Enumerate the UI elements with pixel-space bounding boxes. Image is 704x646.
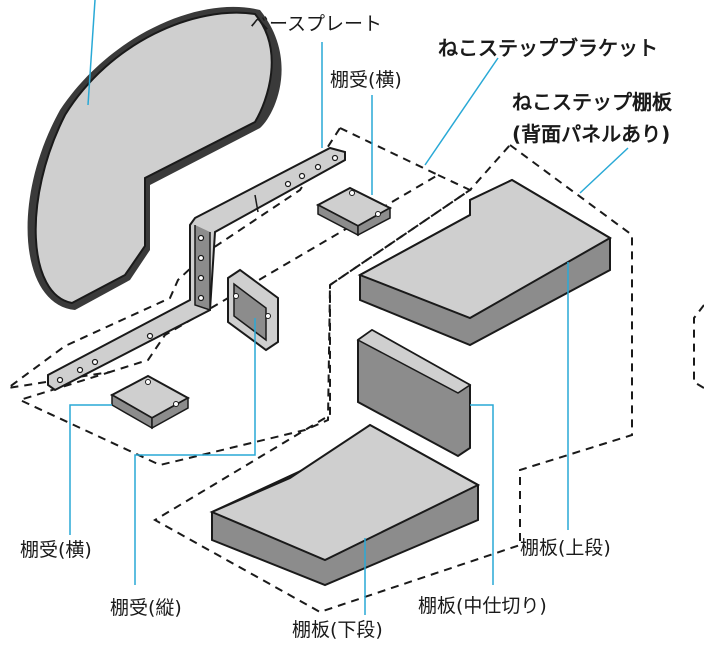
shelf-board-middle-divider: [356, 328, 472, 458]
label-shelf-board-line2: (背面パネルあり): [512, 122, 671, 146]
back-panel: [27, 6, 282, 310]
shelf-support-horizontal-top: [315, 186, 393, 237]
base-plate: [47, 146, 346, 392]
label-shelf-support-vertical: 棚受(縦): [110, 597, 182, 619]
leader-shelf-support-h-bottom: [69, 404, 112, 535]
shelf-support-vertical: [227, 268, 279, 352]
leader-shelf-board: [579, 147, 629, 194]
label-bracket: ねこステップブラケット: [438, 36, 658, 60]
bracket-group-outline: [7, 126, 441, 389]
leader-shelf-middle: [470, 404, 494, 585]
label-shelf-upper: 棚板(上段): [520, 537, 611, 559]
shelf-board-lower: [209, 423, 481, 587]
label-base-plate: ベースプレート: [250, 13, 383, 35]
shelf-support-horizontal-bottom: [109, 374, 191, 430]
label-shelf-support-horizontal-bottom: 棚受(横): [20, 539, 92, 561]
shelf-board-upper: [357, 178, 612, 347]
side-fragment-outline: [693, 304, 704, 389]
label-shelf-lower: 棚板(下段): [292, 619, 383, 641]
leader-lines: [69, 0, 629, 615]
shelf-group-outline: [153, 143, 633, 614]
leader-shelf-support-v: [134, 318, 256, 585]
leader-bracket: [424, 57, 499, 166]
label-shelf-board-line1: ねこステップ棚板: [512, 90, 672, 114]
leader-back-panel: [87, 0, 96, 106]
label-shelf-middle-divider: 棚板(中仕切り): [418, 595, 547, 617]
label-shelf-support-horizontal-top: 棚受(横): [330, 69, 402, 91]
